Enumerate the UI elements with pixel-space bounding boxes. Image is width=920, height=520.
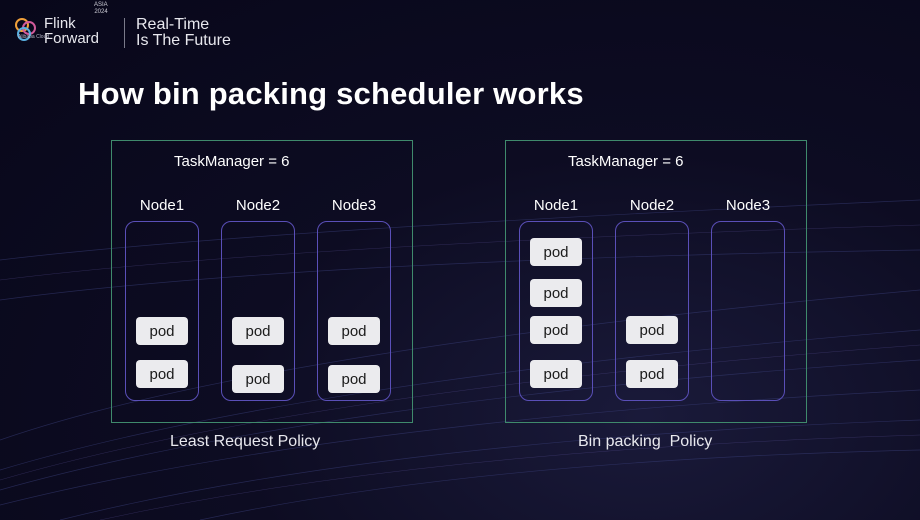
node-label: Node1 [139,197,185,214]
slide-title: How bin packing scheduler works [78,76,584,111]
edition-region: ASIA [94,2,108,8]
pod: pod [530,316,582,344]
tagline-line1: Real-Time [136,16,210,33]
policy-caption: Bin packing Policy [578,433,713,450]
edition-year: 2024 [94,9,108,15]
policy-caption: Least Request Policy [170,433,321,450]
pod: pod [232,317,284,345]
logo-line2: Forward [44,30,100,47]
node-box: pod pod [615,221,689,401]
node-box [711,221,785,401]
pod: pod [530,238,582,266]
pod: pod [530,360,582,388]
pod: pod [136,317,188,345]
node-box: pod pod [125,221,199,401]
pod: pod [232,365,284,393]
node-label: Node3 [725,197,771,214]
node-box: pod pod [317,221,391,401]
sponsor-label: Alibaba Cloud [18,34,50,40]
taskmanager-label: TaskManager = 6 [174,153,290,170]
logo-edition: ASIA 2024 [94,2,108,16]
cluster-bin-packing: TaskManager = 6 Node1 Node2 Node3 pod po… [505,140,807,423]
pod: pod [626,316,678,344]
pod: pod [530,279,582,307]
pod: pod [136,360,188,388]
cluster-least-request: TaskManager = 6 Node1 Node2 Node3 pod po… [111,140,413,423]
node-box: pod pod pod pod [519,221,593,401]
taskmanager-label: TaskManager = 6 [568,153,684,170]
flink-forward-logo: Flink Forward [14,16,99,50]
node-label: Node2 [629,197,675,214]
flink-forward-logo-icon [15,18,36,41]
tagline: Real-Time Is The Future [136,17,231,49]
node-label: Node2 [235,197,281,214]
tagline-line2: Is The Future [136,32,231,49]
node-label: Node1 [533,197,579,214]
pod: pod [328,365,380,393]
pod: pod [626,360,678,388]
node-label: Node3 [331,197,377,214]
logo-line1: Flink [44,15,76,32]
pod: pod [328,317,380,345]
node-box: pod pod [221,221,295,401]
header-divider [124,18,125,48]
